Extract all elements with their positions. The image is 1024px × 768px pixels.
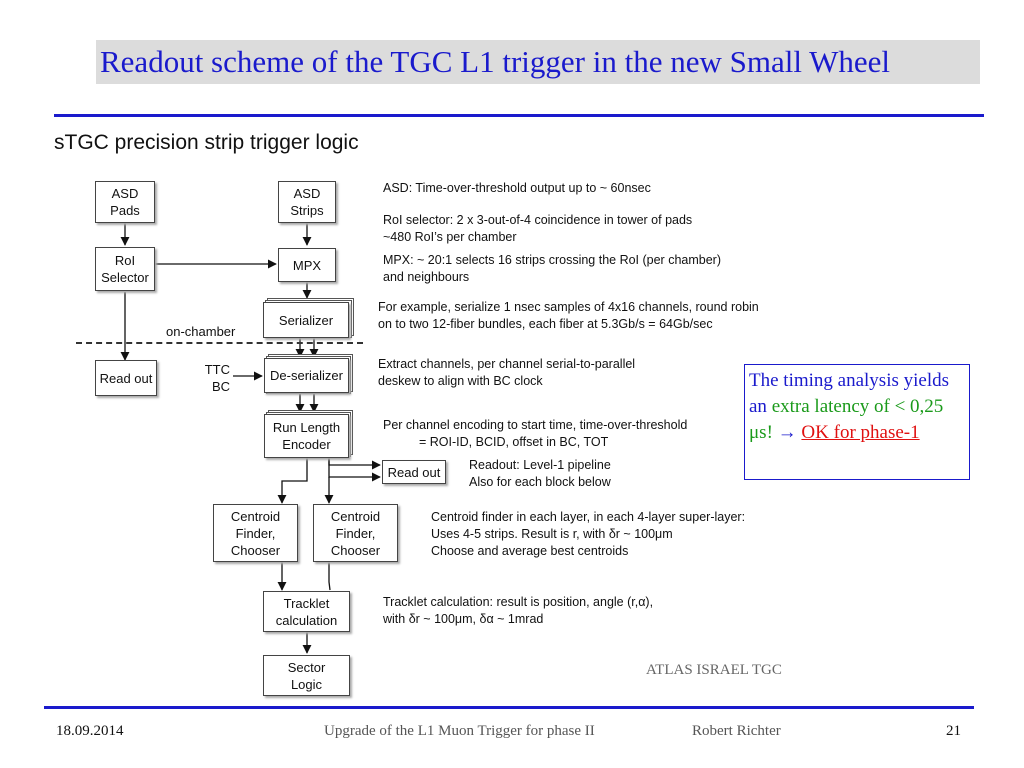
slide-subtitle: sTGC precision strip trigger logic — [54, 131, 359, 154]
callout-text-green: extra latency of < 0,25 μs! — [749, 396, 944, 443]
rle-description: Per channel encoding to start time, time… — [383, 418, 688, 449]
arrow-right-icon: → — [777, 422, 797, 443]
readout-left-box: Read out — [95, 360, 157, 396]
deserializer-box: De-serializer — [264, 358, 349, 393]
mpx-description: MPX: ~ 20:1 selects 16 strips crossing t… — [383, 253, 721, 284]
mpx-box: MPX — [278, 248, 336, 282]
footer-rule — [44, 706, 974, 709]
serializer-description: For example, serialize 1 nsec samples of… — [378, 300, 759, 331]
on-chamber-label: on-chamber — [166, 324, 236, 339]
footer-date: 18.09.2014 — [56, 723, 124, 739]
asd-description: ASD: Time-over-threshold output up to ~ … — [383, 181, 651, 195]
page-number: 21 — [946, 723, 961, 739]
title-rule — [54, 114, 984, 117]
slide-title: Readout scheme of the TGC L1 trigger in … — [100, 44, 891, 79]
deserializer-description: Extract channels, per channel serial-to-… — [378, 357, 636, 388]
callout-link-ok: OK for phase-1 — [801, 422, 920, 443]
roi-description: RoI selector: 2 x 3-out-of-4 coincidence… — [383, 213, 693, 244]
footer-talk-title: Upgrade of the L1 Muon Trigger for phase… — [324, 723, 595, 739]
centroid-description: Centroid finder in each layer, in each 4… — [431, 510, 746, 558]
tracklet-description: Tracklet calculation: result is position… — [383, 595, 654, 626]
serializer-box: Serializer — [263, 302, 349, 338]
footer-author: Robert Richter — [692, 723, 781, 739]
callout-text-blue: The timing analysis yields an — [749, 370, 950, 417]
on-chamber-boundary — [76, 342, 363, 344]
readout-right-box: Read out — [382, 460, 446, 484]
title-bar — [96, 40, 980, 84]
timing-callout: The timing analysis yields an extra late… — [744, 364, 970, 480]
watermark-label: ATLAS ISRAEL TGC — [646, 662, 782, 678]
